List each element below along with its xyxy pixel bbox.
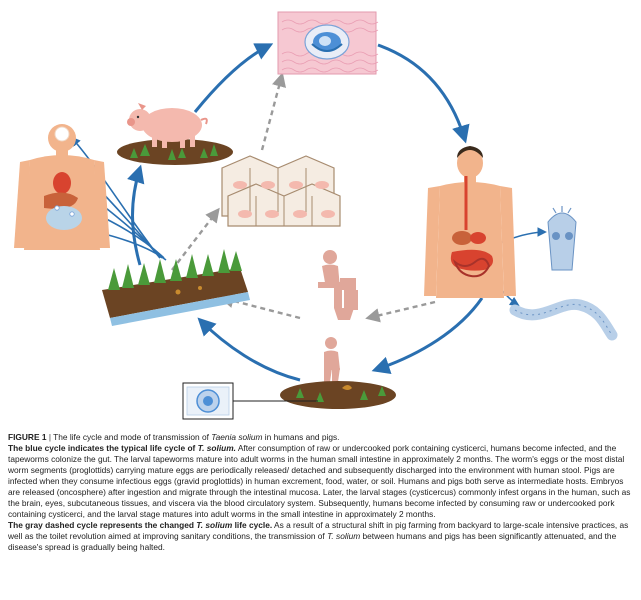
gray-cycle-text-b: between humans and pigs has been signifi… <box>8 531 617 553</box>
human-with-intestine-icon <box>424 146 516 298</box>
blue-cycle-heading: The blue cycle indicates the typical lif… <box>8 443 236 454</box>
gray-cycle-heading: The gray dashed cycle represents the cha… <box>8 520 273 531</box>
arrow-pork-to-human <box>377 43 470 144</box>
figure-title-species: Taenia solium <box>211 432 263 442</box>
figure-title-prefix: The life cycle and mode of transmission … <box>53 432 212 442</box>
blue-cycle-paragraph: The blue cycle indicates the typical lif… <box>8 443 633 520</box>
scolex-icon <box>547 206 577 271</box>
arrow-human-to-defecation <box>371 297 484 374</box>
pig-farm-icon <box>221 155 341 227</box>
gray-cycle-text-a: As a result of a structural shift in pig… <box>8 520 629 542</box>
egg-micrograph-icon <box>182 382 318 420</box>
defecating-human-icon <box>280 337 396 409</box>
pig-icon <box>117 103 233 165</box>
blue-cycle-arrows <box>127 43 484 382</box>
figure-caption: FIGURE 1 | The life cycle and mode of tr… <box>8 432 633 554</box>
arrow-field-to-pig <box>127 164 145 266</box>
figure-label: FIGURE 1 <box>8 432 47 442</box>
arrow-farm-to-pork <box>260 72 286 151</box>
pork-tissue-icon <box>277 11 379 75</box>
arrow-field-to-farm <box>171 207 220 271</box>
arrow-pig-to-pork <box>193 43 274 113</box>
gray-cycle-species: T. solium <box>327 531 361 542</box>
life-cycle-diagram <box>14 11 618 420</box>
caption-title: FIGURE 1 | The life cycle and mode of tr… <box>8 432 633 443</box>
toilet-icon <box>318 250 358 320</box>
figure-separator: | <box>48 432 51 442</box>
figure-title-suffix: in humans and pigs. <box>262 432 340 442</box>
gray-cycle-paragraph: The gray dashed cycle represents the cha… <box>8 520 633 553</box>
tapeworm-icon <box>509 298 618 341</box>
infected-human-icon <box>14 124 110 250</box>
arrow-human-to-toilet <box>365 300 436 323</box>
contaminated-field-icon <box>102 249 250 326</box>
arrow-defecation-to-field <box>197 317 301 382</box>
blue-cycle-text: After consumption of raw or undercooked … <box>8 443 631 520</box>
